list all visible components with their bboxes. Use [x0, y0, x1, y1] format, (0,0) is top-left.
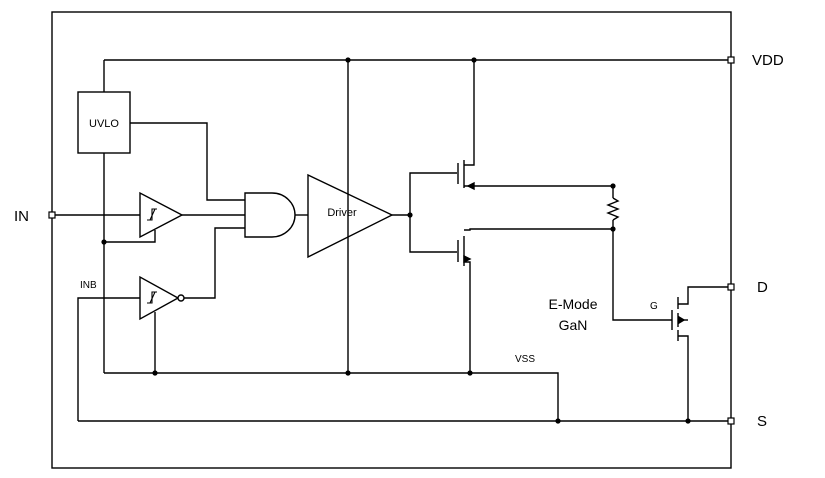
junction-dot	[345, 57, 351, 63]
nmos-gate-wire	[409, 215, 457, 253]
junction-dot	[152, 370, 158, 376]
uvlo-output-wire	[130, 122, 245, 201]
gate-label: G	[650, 301, 658, 312]
driver-amplifier	[307, 173, 394, 259]
vss-label: VSS	[515, 354, 535, 365]
gan-source-wire	[678, 335, 689, 421]
package-outline	[51, 11, 732, 469]
gan-arrow-icon	[678, 315, 686, 325]
pmos-arrow-icon	[466, 181, 475, 191]
uvlo-label: UVLO	[89, 118, 119, 130]
d-pin-label: D	[757, 279, 768, 296]
inverter-to-and-wire	[184, 227, 245, 299]
gan-label-line2: GaN	[559, 317, 588, 333]
s-pin	[727, 417, 735, 425]
inverter-bubble-icon	[177, 294, 185, 302]
in-pin-label: IN	[14, 208, 29, 225]
schmitt-inverter-inb	[139, 275, 180, 321]
gate-resistor	[606, 197, 620, 221]
buffer-ground-wire	[104, 230, 156, 243]
junction-dot	[610, 183, 616, 189]
and-gate	[244, 192, 296, 238]
vss-rail	[104, 372, 559, 421]
junction-dot	[471, 57, 477, 63]
nmos-arrow-icon	[463, 254, 472, 264]
gan-drain-wire	[678, 286, 731, 305]
d-pin	[727, 283, 735, 291]
gan-label-line1: E-Mode	[548, 296, 597, 312]
s-pin-label: S	[757, 413, 767, 430]
in-pin	[48, 211, 56, 219]
nmos-source-wire	[464, 261, 471, 373]
nmos-drain-wire	[464, 228, 613, 231]
schmitt-buffer-in	[139, 191, 184, 239]
gan-gate-wire	[612, 229, 672, 321]
driver-label: Driver	[327, 207, 357, 219]
inb-wire	[77, 297, 140, 421]
pmos-drain-wire	[464, 60, 475, 166]
vdd-pin-label: VDD	[752, 52, 784, 69]
hysteresis-icon	[149, 208, 156, 221]
pmos-gate-wire	[409, 172, 457, 215]
vdd-pin	[727, 56, 735, 64]
inb-label: INB	[80, 280, 97, 291]
hysteresis-icon	[149, 291, 156, 304]
